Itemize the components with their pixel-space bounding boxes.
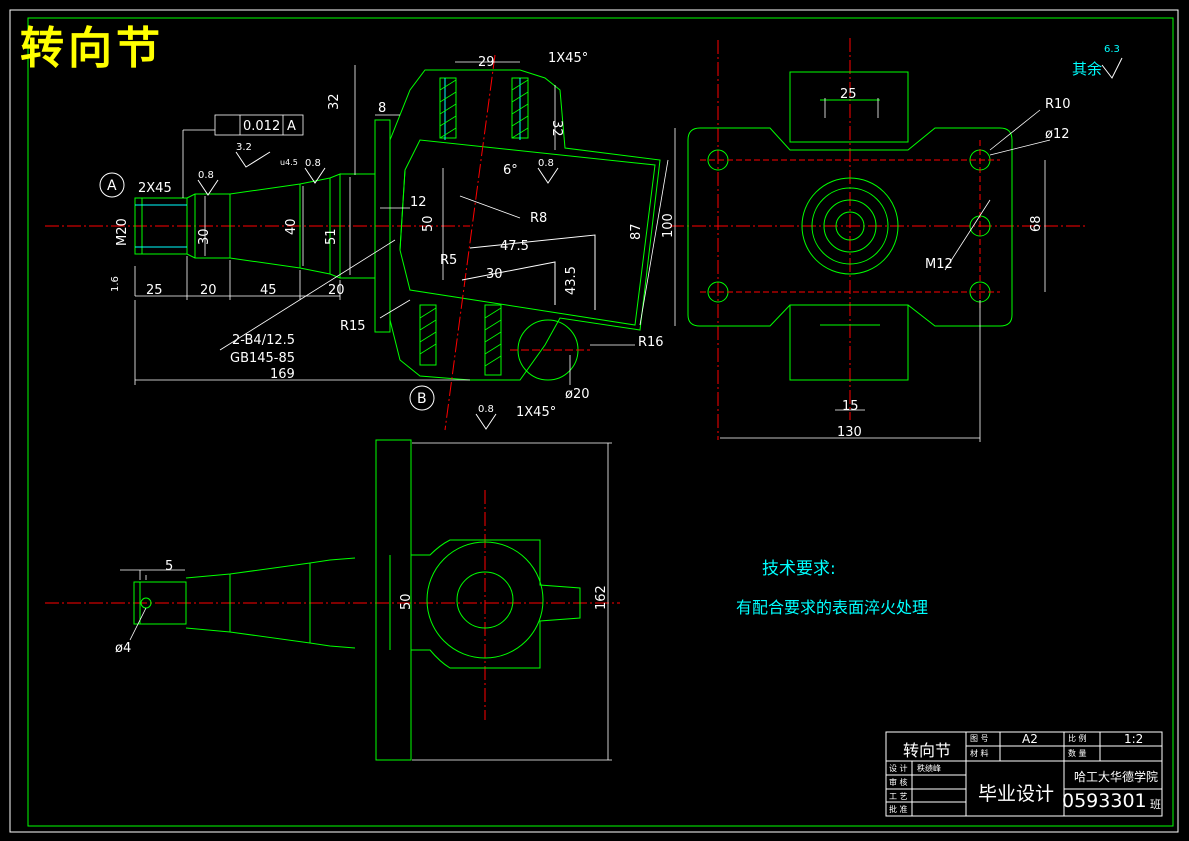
side-view [670, 38, 1085, 440]
dim-40: 40 [284, 218, 299, 235]
outer-border [9, 9, 1179, 833]
tb-fig-no: A2 [1022, 732, 1038, 746]
roughness-08d: 0.8 [478, 404, 494, 415]
roughness-rest-label: 其余 [1072, 60, 1103, 78]
tb-count-label: 数 量 [1068, 749, 1087, 758]
tb-material-label: 材 料 [970, 749, 989, 758]
tb-class-suffix: 班 [1150, 798, 1161, 811]
dim-30: 30 [197, 228, 212, 245]
roughness-rest-value: 6.3 [1104, 44, 1120, 55]
dim-50b: 50 [399, 593, 414, 610]
front-view [45, 54, 661, 431]
front-dimensions [134, 61, 669, 385]
top-dimensions [120, 442, 612, 761]
dim-R15: R15 [340, 319, 366, 334]
dim-50: 50 [421, 215, 436, 232]
dim-M20: M20 [115, 218, 130, 246]
tol-value: 0.012 [243, 119, 280, 134]
notes-line-1: 有配合要求的表面淬火处理 [736, 598, 929, 617]
notes-heading: 技术要求: [762, 559, 836, 579]
dim-6deg: 6° [503, 163, 518, 178]
tb-school: 哈工大华德学院 [1074, 770, 1159, 784]
dim-25: 25 [146, 283, 163, 298]
datum-b-circle-label: B [417, 391, 427, 407]
datum-a-circle-label: A [107, 178, 117, 194]
dim-47-5: 47.5 [500, 239, 529, 254]
roughness-08a: 0.8 [198, 170, 214, 181]
dim-R10: R10 [1045, 97, 1071, 112]
tb-process-label: 工 艺 [889, 792, 908, 801]
dim-bolt: 2-B4/12.5 [232, 333, 295, 348]
tb-approve-label: 批 准 [889, 805, 908, 814]
dim-32-left: 32 [327, 93, 342, 110]
tb-designer: 秩绩峰 [917, 764, 941, 773]
dim-162: 162 [594, 585, 609, 610]
title-block [885, 731, 1163, 817]
dim-d4: ø4 [115, 641, 131, 656]
top-view [45, 439, 620, 761]
dim-2x45: 2X45 [138, 181, 172, 196]
dim-87: 87 [629, 223, 644, 240]
tb-scale-label: 比 例 [1068, 734, 1087, 743]
inner-border [27, 17, 1174, 827]
tb-design-label: 设 计 [889, 764, 908, 773]
dim-R16: R16 [638, 335, 664, 350]
dim-100: 100 [661, 213, 676, 238]
tb-scale: 1:2 [1124, 732, 1144, 746]
dim-130: 130 [837, 425, 862, 440]
dim-d20: ø20 [565, 387, 590, 402]
dim-43-5: 43.5 [564, 266, 579, 295]
datum-markers [99, 172, 435, 411]
dim-169: 169 [270, 367, 295, 382]
tb-class-no: 0593301 [1062, 790, 1147, 812]
roughness-symbols [197, 57, 1123, 430]
dim-29: 29 [478, 55, 495, 70]
dim-standard: GB145-85 [230, 351, 295, 366]
dim-5: 5 [165, 559, 173, 574]
dim-20b: 20 [328, 283, 345, 298]
dim-M12: M12 [925, 257, 953, 272]
dim-R8: R8 [530, 211, 547, 226]
dim-12: 12 [410, 195, 427, 210]
tb-fig-no-label: 图 号 [970, 734, 989, 743]
dim-8: 8 [378, 101, 386, 116]
dim-51: 51 [324, 228, 339, 245]
dim-15: 15 [842, 399, 859, 414]
dim-R5: R5 [440, 253, 457, 268]
tb-check-label: 审 核 [889, 778, 908, 787]
roughness-08b: 0.8 [305, 158, 321, 169]
dim-20a: 20 [200, 283, 217, 298]
drawing-title: 转向节 [20, 23, 164, 74]
datum-a-label: A [287, 119, 296, 134]
side-dimensions [674, 98, 1051, 442]
dim-30b: 30 [486, 267, 503, 282]
tb-part-name: 转向节 [903, 741, 952, 760]
tb-center-text: 毕业设计 [978, 783, 1055, 805]
roughness-u45: u4.5 [280, 158, 298, 167]
dim-32-right: 32 [549, 120, 564, 137]
roughness-08c: 0.8 [538, 158, 554, 169]
dim-1-6: 1.6 [110, 276, 121, 292]
roughness-32: 3.2 [236, 142, 252, 153]
dim-45: 45 [260, 283, 277, 298]
dim-d12: ø12 [1045, 127, 1070, 142]
dim-25b: 25 [840, 87, 857, 102]
dim-chamfer-top: 1X45° [548, 51, 588, 66]
dim-chamfer-bottom: 1X45° [516, 405, 556, 420]
dim-68: 68 [1029, 215, 1044, 232]
dimension-texts: 29 1X45° 32 8 32 0.012 A 2X45 0.8 3.2 0.… [110, 51, 1071, 656]
